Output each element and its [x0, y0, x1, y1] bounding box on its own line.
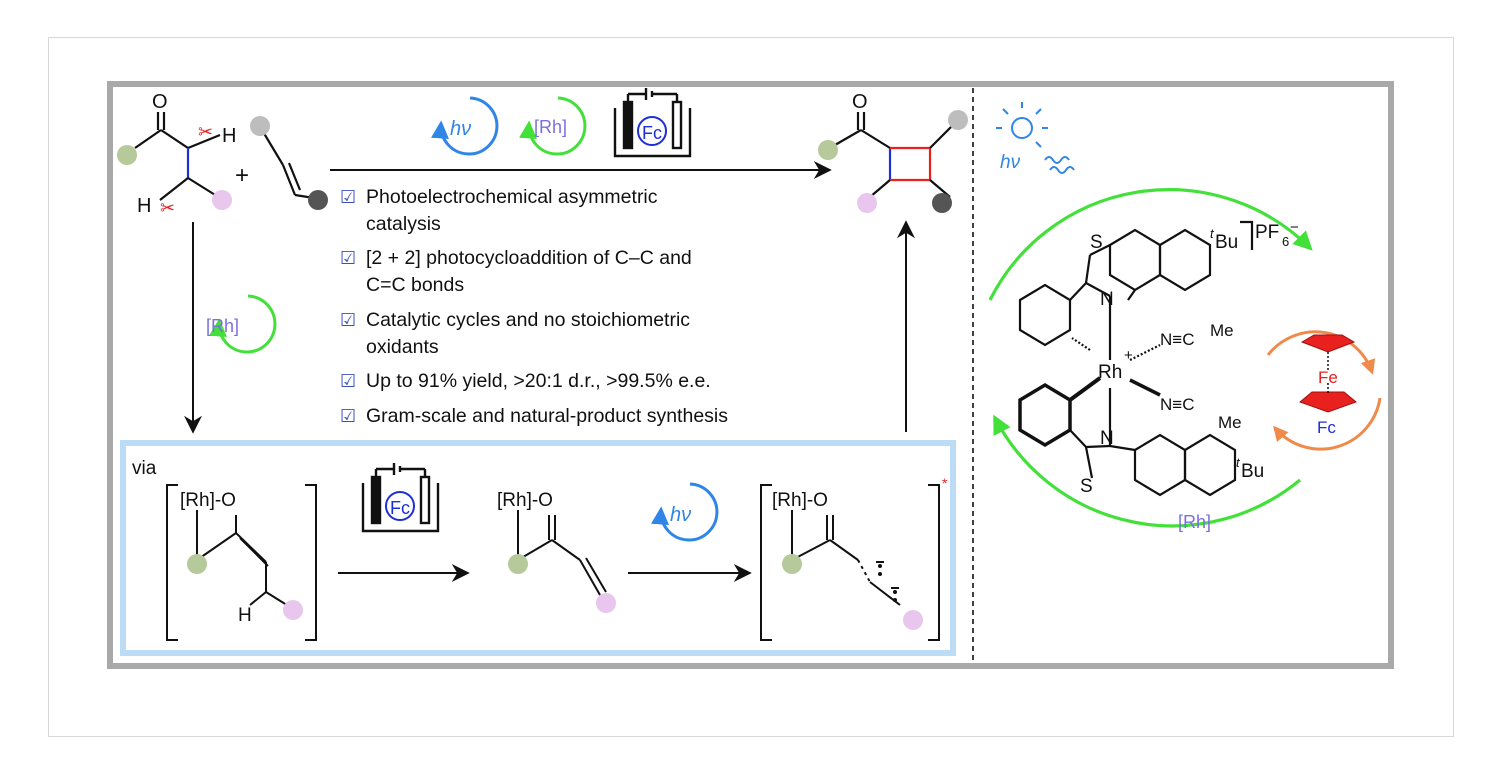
substituent-green: [117, 145, 137, 165]
substituent-green: [508, 554, 528, 574]
bond-cleavage-scissors-icon: ✂: [160, 198, 175, 218]
alkene-substrate: [261, 129, 315, 200]
feature-item: ☑ Photoelectrochemical asymmetric cataly…: [340, 186, 658, 235]
photon-cycle-icon: hν: [651, 482, 719, 542]
feature-text: [2 + 2] photocycloaddition of C–C and: [366, 247, 692, 269]
ketone-substrate: [134, 112, 221, 201]
feature-text-cont: C=C bonds: [366, 274, 464, 296]
radical-dot: [878, 572, 882, 576]
substituent-pink: [596, 593, 616, 613]
rh-o-label: [Rh]-O: [497, 490, 553, 511]
feature-item: ☑ Up to 91% yield, >20:1 d.r., >99.5% e.…: [340, 370, 711, 392]
pf6-subscript: 6: [1282, 234, 1289, 249]
checkbox-icon: ☑: [340, 248, 356, 268]
plus-sign: +: [235, 162, 249, 189]
ketone-h-top: H: [222, 125, 236, 147]
substituent-gray: [250, 116, 270, 136]
checkbox-icon: ☑: [340, 371, 356, 391]
feature-item: ☑ Gram-scale and natural-product synthes…: [340, 405, 728, 427]
feature-text: Up to 91% yield, >20:1 d.r., >99.5% e.e.: [366, 370, 711, 392]
ferrocene-icon: Fe Fc: [1266, 330, 1382, 451]
radical-dot: [893, 598, 897, 602]
hv-label: hν: [1000, 152, 1021, 173]
hv-label: hν: [670, 504, 691, 526]
iron-label: Fe: [1318, 368, 1338, 387]
ketone-oxygen: O: [152, 91, 168, 113]
via-label: via: [132, 458, 157, 479]
substituent-dark: [932, 193, 952, 213]
rhodium-complex-structure: [1018, 220, 1254, 497]
excited-state-star: *: [942, 475, 948, 491]
substituent-dark: [308, 190, 328, 210]
sulfur-atom: S: [1090, 232, 1103, 253]
radical-dot: [878, 564, 882, 568]
electrochemical-cell-icon: Fc: [613, 88, 692, 158]
substituent-pink: [857, 193, 877, 213]
fc-label: Fc: [390, 498, 410, 518]
feature-text: Catalytic cycles and no stoichiometric: [366, 309, 690, 331]
pf6-charge: −: [1290, 219, 1299, 236]
hv-label: hν: [450, 118, 471, 140]
rhodium-charge: +: [1124, 347, 1133, 364]
checkbox-icon: ☑: [340, 310, 356, 330]
feature-text: Photoelectrochemical asymmetric: [366, 186, 658, 208]
methyl-label: Me: [1218, 413, 1242, 432]
enolate-h: H: [238, 605, 252, 626]
substituent-gray: [948, 110, 968, 130]
rh-catalyst-label: [Rh]: [1178, 512, 1211, 532]
nitrogen-atom: N: [1100, 428, 1114, 449]
acetonitrile-ligand: N≡C: [1160, 330, 1194, 349]
fc-label: Fc: [1317, 418, 1336, 437]
substituent-green: [782, 554, 802, 574]
rh-enolate-intermediate: [166, 484, 317, 641]
catalytic-cycle-arrow-top: [988, 188, 1313, 301]
radical-dot: [893, 590, 897, 594]
feature-text: Gram-scale and natural-product synthesis: [366, 405, 728, 427]
product-oxygen: O: [852, 91, 868, 113]
cyclobutane-product: [834, 112, 953, 198]
acetonitrile-ligand: N≡C: [1160, 395, 1194, 414]
sulfur-atom: S: [1080, 476, 1093, 497]
ketone-h-bottom: H: [137, 195, 151, 217]
bond-cleavage-scissors-icon: ✂: [198, 122, 213, 142]
rh-label: [Rh]: [206, 316, 239, 336]
scheme-panel: [107, 81, 1394, 669]
feature-text-cont: oxidants: [366, 336, 439, 358]
light-bulb-icon: [996, 102, 1075, 174]
tert-butyl: Bu: [1215, 232, 1238, 253]
rh-o-label: [Rh]-O: [180, 490, 236, 511]
rh-label: [Rh]: [534, 117, 567, 137]
fc-label: Fc: [642, 123, 662, 143]
substituent-pink: [283, 600, 303, 620]
catalytic-cycle-arrow-bottom: [993, 414, 1302, 528]
rh-catalyst-cycle-icon: [Rh]: [206, 294, 277, 354]
electrochemical-cell-icon: Fc: [361, 463, 440, 533]
pf6-counterion: PF: [1255, 222, 1279, 243]
substituent-pink: [212, 190, 232, 210]
rh-enone-intermediate: [517, 510, 607, 596]
tert-butyl-sup: t: [1210, 226, 1215, 241]
rh-catalyst-cycle-icon: [Rh]: [519, 96, 587, 156]
checkbox-icon: ☑: [340, 187, 356, 207]
substituent-green: [187, 554, 207, 574]
checkbox-icon: ☑: [340, 406, 356, 426]
substituent-pink: [903, 610, 923, 630]
figure-frame: [48, 37, 1454, 737]
substituent-green: [818, 140, 838, 160]
tert-butyl-sup: t: [1236, 455, 1241, 470]
feature-list: ☑ Photoelectrochemical asymmetric cataly…: [340, 186, 728, 427]
excited-state-intermediate: [760, 484, 940, 641]
via-box: [120, 440, 956, 656]
tert-butyl: Bu: [1241, 461, 1264, 482]
methyl-label: Me: [1210, 321, 1234, 340]
feature-item: ☑ Catalytic cycles and no stoichiometric…: [340, 309, 690, 358]
feature-item: ☑ [2 + 2] photocycloaddition of C–C and …: [340, 247, 692, 296]
rh-o-label: [Rh]-O: [772, 490, 828, 511]
rhodium-atom: Rh: [1098, 362, 1122, 383]
photon-cycle-icon: hν: [431, 96, 499, 156]
nitrogen-atom: N: [1100, 289, 1114, 310]
feature-text-cont: catalysis: [366, 213, 441, 235]
